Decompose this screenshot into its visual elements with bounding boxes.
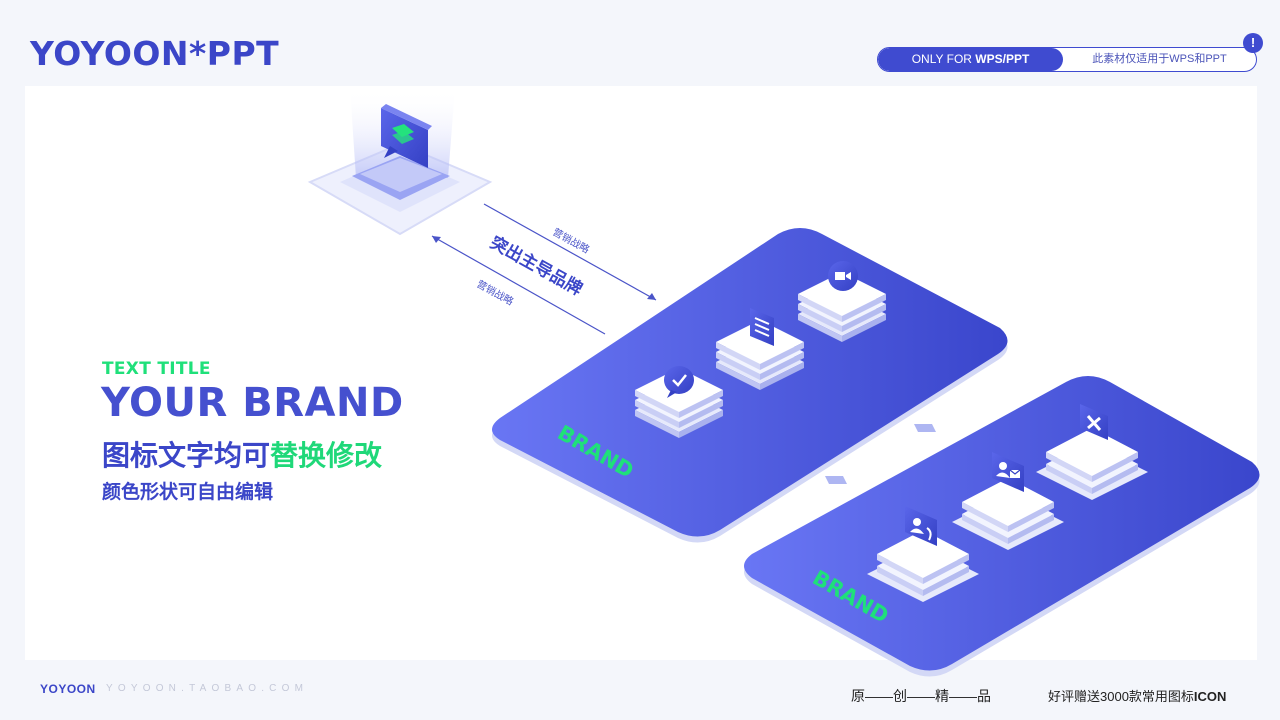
footer-gift-note: 好评赠送3000款常用图标ICON — [1048, 689, 1227, 704]
contact-mail-icon — [992, 452, 1024, 492]
layer-stack-4 — [867, 530, 979, 602]
close-x-icon — [1080, 404, 1108, 440]
footer-original-tagline: 原——创——精——品 — [851, 688, 991, 704]
flow-arrows — [431, 203, 657, 335]
editable-note-line2: 颜色形状可自由编辑 — [102, 481, 274, 503]
top-source-block — [307, 88, 493, 236]
layer-stack-1 — [635, 368, 723, 438]
down-arrow-icon — [825, 424, 936, 484]
brand-heading: YOUR BRAND — [101, 380, 404, 426]
footer-logo: YOYOON — [40, 682, 96, 696]
chat-layers-icon — [381, 104, 432, 168]
platform-notice-en: ONLY FOR WPS/PPT — [878, 48, 1063, 71]
layer-stack-6 — [1036, 428, 1148, 500]
brand-logo: YOYOON*PPT — [30, 34, 280, 73]
contact-phone-icon — [905, 506, 937, 546]
arrow-top-label: 营销战略 — [551, 225, 592, 256]
arrow-bottom-label: 营销战略 — [475, 277, 516, 308]
text-title: TEXT TITLE — [102, 359, 211, 379]
layer-stack-2 — [716, 320, 804, 390]
alert-icon: ! — [1243, 33, 1263, 53]
footer-url: YOYOON.TAOBAO.COM — [106, 683, 309, 694]
document-list-icon — [750, 308, 774, 346]
editable-note-line1: 图标文字均可替换修改 — [102, 439, 383, 472]
platform-notice-cn: 此素材仅适用于WPS和PPT — [1092, 53, 1227, 65]
chat-check-icon — [664, 366, 694, 398]
video-camera-icon — [828, 261, 858, 291]
layer-stack-5 — [952, 478, 1064, 550]
layer-stack-3 — [798, 272, 886, 342]
platform-notice-pill: ONLY FOR WPS/PPT 此素材仅适用于WPS和PPT — [877, 47, 1257, 72]
